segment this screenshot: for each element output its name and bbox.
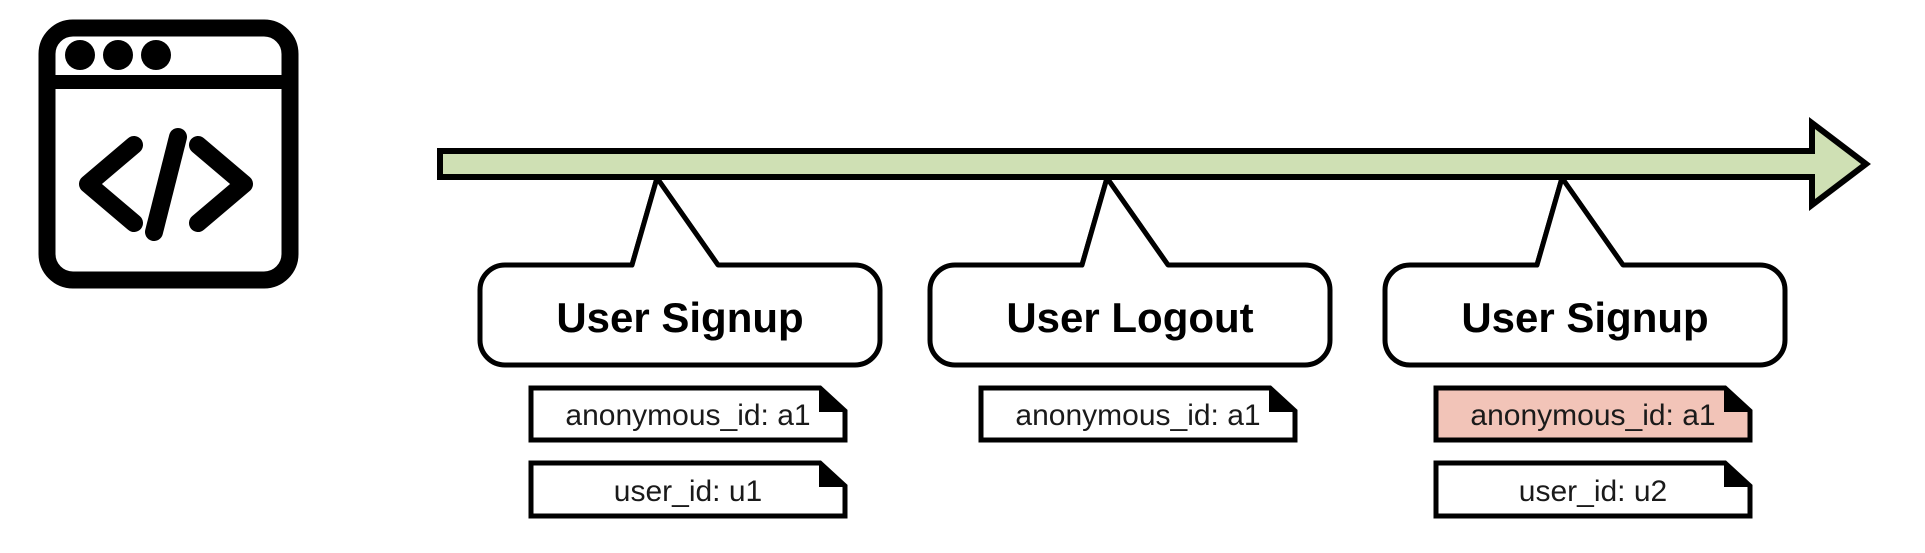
note-1-1-label: user_id: u1 [614,475,762,508]
event-box-3[interactable]: User Signup [1382,175,1788,368]
event-title-2: User Logout [1006,294,1253,341]
note-3-0[interactable]: anonymous_id: a1 [1433,385,1753,443]
note-1-0[interactable]: anonymous_id: a1 [528,385,848,443]
note-3-0-fold-corner-icon [1724,385,1753,412]
note-1-0-label: anonymous_id: a1 [565,399,810,432]
note-2-0-label: anonymous_id: a1 [1015,399,1260,432]
window-dot-2 [103,40,133,70]
note-1-1-fold-corner-icon [819,460,848,487]
note-2-0[interactable]: anonymous_id: a1 [978,385,1298,443]
window-dot-3 [141,40,171,70]
note-3-1-fold-corner-icon [1724,460,1753,487]
event-box-3-shape [1382,175,1788,368]
event-group-1: User Signup anonymous_id: a1 user_id: u1 [477,175,883,519]
code-window-icon [38,19,299,289]
code-angle-left-icon [79,136,143,232]
note-1-1-shape [528,460,848,519]
event-title-3: User Signup [1461,294,1708,341]
event-title-1: User Signup [556,294,803,341]
event-box-1-shape [477,175,883,368]
event-group-3: User Signup anonymous_id: a1 user_id: u2 [1382,175,1788,519]
code-slash-icon [145,128,187,241]
window-dot-1 [65,40,95,70]
event-box-2-shape [927,175,1333,368]
timeline-arrow-shape [437,116,1871,212]
note-3-0-label: anonymous_id: a1 [1470,399,1715,432]
note-1-1[interactable]: user_id: u1 [528,460,848,519]
event-box-2[interactable]: User Logout [927,175,1333,368]
note-2-0-fold-corner-icon [1269,385,1298,412]
code-angle-right-icon [189,136,253,232]
note-3-1[interactable]: user_id: u2 [1433,460,1753,519]
event-box-1[interactable]: User Signup [477,175,883,368]
note-2-0-shape [978,385,1298,443]
event-timeline-arrow [437,116,1871,212]
note-1-0-fold-corner-icon [819,385,848,412]
note-3-0-shape [1433,385,1753,443]
code-window-frame [38,19,299,289]
note-3-1-shape [1433,460,1753,519]
note-1-0-shape [528,385,848,443]
event-group-2: User Logout anonymous_id: a1 [927,175,1333,443]
note-3-1-label: user_id: u2 [1519,475,1667,508]
